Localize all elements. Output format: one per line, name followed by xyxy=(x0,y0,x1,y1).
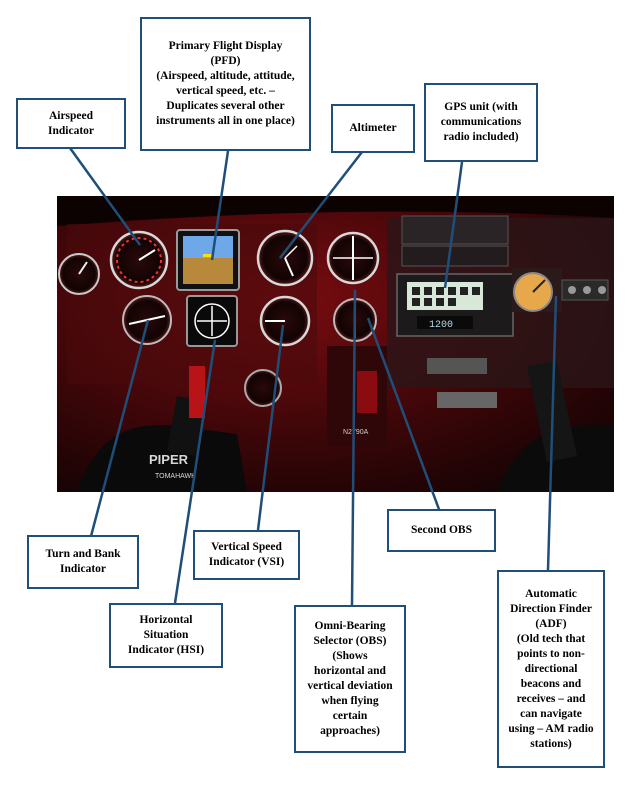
callout-line: certain xyxy=(332,710,368,722)
callout-line: Indicator (HSI) xyxy=(127,644,205,656)
obs-callout: Omni-Bearing Selector (OBS) (Shows horiz… xyxy=(294,605,406,753)
callout-line: Turn and Bank xyxy=(45,548,121,560)
vsi-callout: Vertical Speed Indicator (VSI) xyxy=(193,530,300,580)
callout-line: instruments all in one place) xyxy=(156,115,295,127)
callout-line: (PFD) xyxy=(210,55,241,67)
left-yoke: PIPER TOMAHAWK xyxy=(77,366,247,492)
callout-line: Airspeed xyxy=(48,109,94,122)
adf-gauge xyxy=(512,268,609,312)
altimeter-gauge xyxy=(256,229,314,287)
tomahawk-model-text: TOMAHAWK xyxy=(155,473,196,480)
callout-line: Second OBS xyxy=(410,524,473,536)
gps-unit-callout: GPS unit (with communications radio incl… xyxy=(424,83,538,162)
callout-line: GPS unit (with xyxy=(444,101,518,113)
callout-line: (ADF) xyxy=(535,617,567,630)
callout-line: Indicator (VSI) xyxy=(208,556,285,568)
callout-line: can navigate xyxy=(520,707,582,720)
callout-line: Automatic xyxy=(525,587,577,600)
obs-gauge xyxy=(326,231,380,285)
callout-line: using – AM radio xyxy=(508,722,594,735)
airspeed-indicator-callout: Airspeed Indicator xyxy=(16,98,126,149)
callout-line: Selector (OBS) xyxy=(313,635,387,647)
callout-line: (Old tech that xyxy=(516,632,586,645)
callout-line: receives – and xyxy=(516,692,586,705)
callout-line: vertical deviation xyxy=(307,680,393,692)
callout-line: Indicator xyxy=(60,563,106,575)
callout-line: Duplicates several other xyxy=(166,100,285,112)
hsi-display xyxy=(186,295,238,347)
tachometer-gauge xyxy=(244,369,282,407)
second-obs-callout: Second OBS xyxy=(387,509,496,552)
callout-line: horizontal and xyxy=(314,665,386,677)
avionics-stack: 1200 xyxy=(396,215,514,337)
callout-line: Primary Flight Display xyxy=(168,40,283,52)
hsi-callout: Horizontal Situation Indicator (HSI) xyxy=(109,603,223,668)
callout-line: beacons and xyxy=(520,677,582,690)
gps-frequency: 1200 xyxy=(429,320,453,331)
airspeed-gauge xyxy=(109,230,169,290)
callout-line: Situation xyxy=(143,629,189,641)
callout-line: stations) xyxy=(530,737,572,750)
pfd-screen xyxy=(176,229,240,291)
piper-brand-text: PIPER xyxy=(149,452,189,467)
tail-number: N2790A xyxy=(343,429,369,436)
adf-callout: Automatic Direction Finder (ADF) (Old te… xyxy=(497,570,605,768)
callout-line: (Shows xyxy=(332,650,368,662)
callout-line: Altimeter xyxy=(349,122,397,134)
vsi-gauge xyxy=(259,295,311,347)
callout-line: Horizontal xyxy=(139,614,193,626)
callout-line: directional xyxy=(524,662,578,675)
callout-line: Vertical Speed xyxy=(211,541,282,553)
callout-line: Omni-Bearing xyxy=(314,620,386,632)
callout-line: (Airspeed, altitude, attitude, xyxy=(156,70,295,82)
turn-bank-callout: Turn and Bank Indicator xyxy=(27,535,139,589)
clock-gauge xyxy=(58,253,100,295)
callout-line: communications xyxy=(440,116,522,128)
callout-line: Indicator xyxy=(48,124,94,137)
callout-line: approaches) xyxy=(320,725,380,737)
altimeter-callout: Altimeter xyxy=(331,104,415,153)
callout-line: Direction Finder xyxy=(510,602,592,615)
cockpit-photo: 1200 N2790A PIPER TOMAHAWK xyxy=(57,196,614,492)
callout-line: vertical speed, etc. – xyxy=(176,85,275,97)
pfd-callout: Primary Flight Display (PFD) (Airspeed, … xyxy=(140,17,311,151)
callout-line: points to non- xyxy=(517,647,585,660)
callout-line: radio included) xyxy=(443,131,519,143)
callout-line: when flying xyxy=(321,695,379,707)
